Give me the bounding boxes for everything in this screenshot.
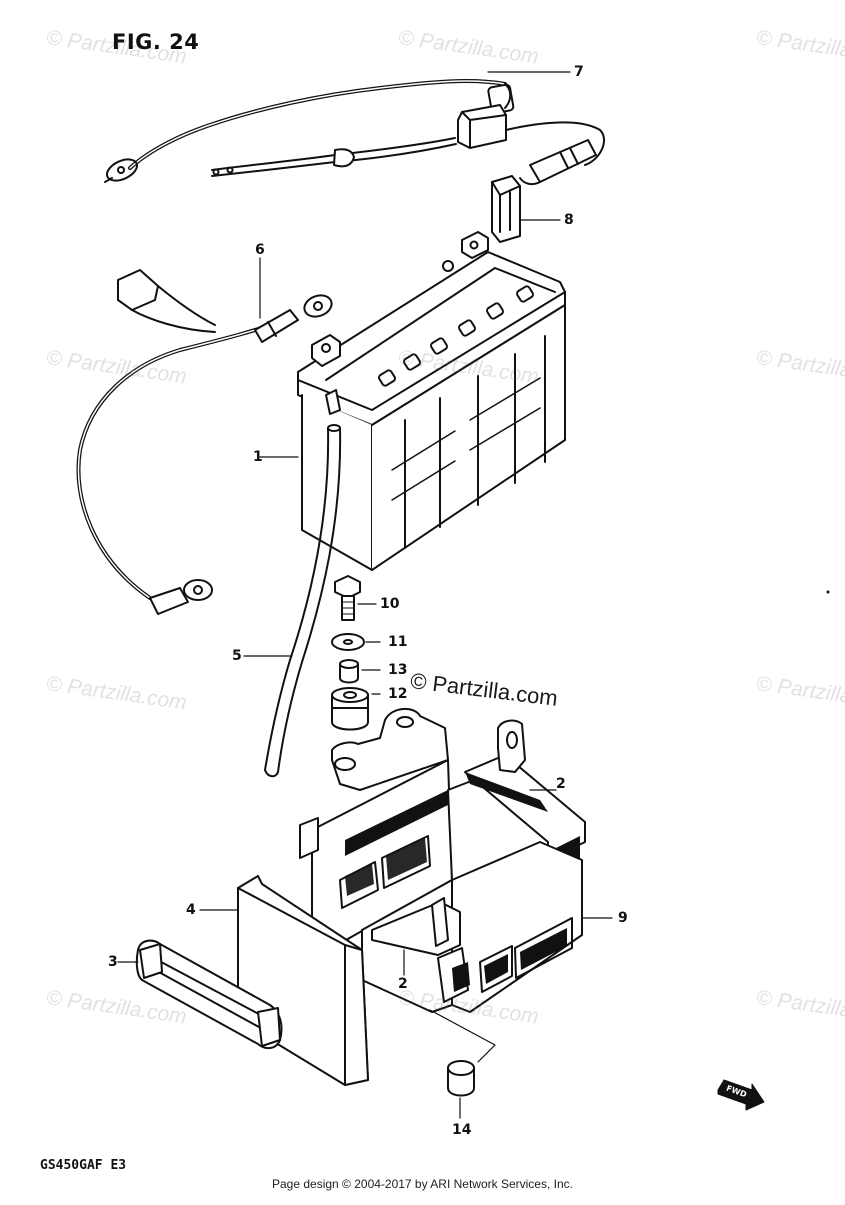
part-5-breather-tube [243, 424, 342, 778]
part-10-bolt [334, 575, 377, 621]
callout-14: 14 [452, 1122, 472, 1138]
footer-copyright: Page design © 2004-2017 by ARI Network S… [271, 1177, 573, 1191]
callout-11: 11 [388, 634, 408, 650]
part-12-grommet [331, 687, 381, 731]
callout-2: 2 [556, 776, 566, 792]
part-2-cushion [299, 772, 548, 859]
part-13-collar [339, 659, 381, 684]
callout-1: 1 [253, 449, 263, 465]
part-3-strap [117, 939, 283, 1050]
figure-title: FIG. 24 [112, 30, 200, 54]
callout-9: 9 [618, 910, 628, 926]
callout-6: 6 [255, 242, 265, 258]
part-9-battery-tray [311, 708, 613, 1013]
callout-13: 13 [388, 662, 408, 678]
callout-5: 5 [232, 648, 242, 664]
part-7-positive-cable [104, 71, 605, 186]
stray-dot [826, 590, 830, 594]
part-6-negative-cable [76, 257, 333, 615]
callout-3: 3 [108, 954, 118, 970]
callout-10: 10 [380, 596, 400, 612]
part-11-washer [331, 633, 381, 651]
callout-7: 7 [574, 64, 584, 80]
callout-2: 2 [398, 976, 408, 992]
callout-4: 4 [186, 902, 196, 918]
forward-marker-label: FWD [725, 1083, 748, 1100]
model-code: GS450GAF E3 [40, 1158, 127, 1173]
callout-8: 8 [564, 212, 574, 228]
part-14-cap [429, 1009, 496, 1119]
forward-arrow-icon [717, 1079, 765, 1111]
part-1-battery [259, 231, 566, 571]
forward-marker: FWD [716, 1080, 764, 1110]
part-8-fuse-clip [491, 175, 561, 243]
callout-12: 12 [388, 686, 408, 702]
